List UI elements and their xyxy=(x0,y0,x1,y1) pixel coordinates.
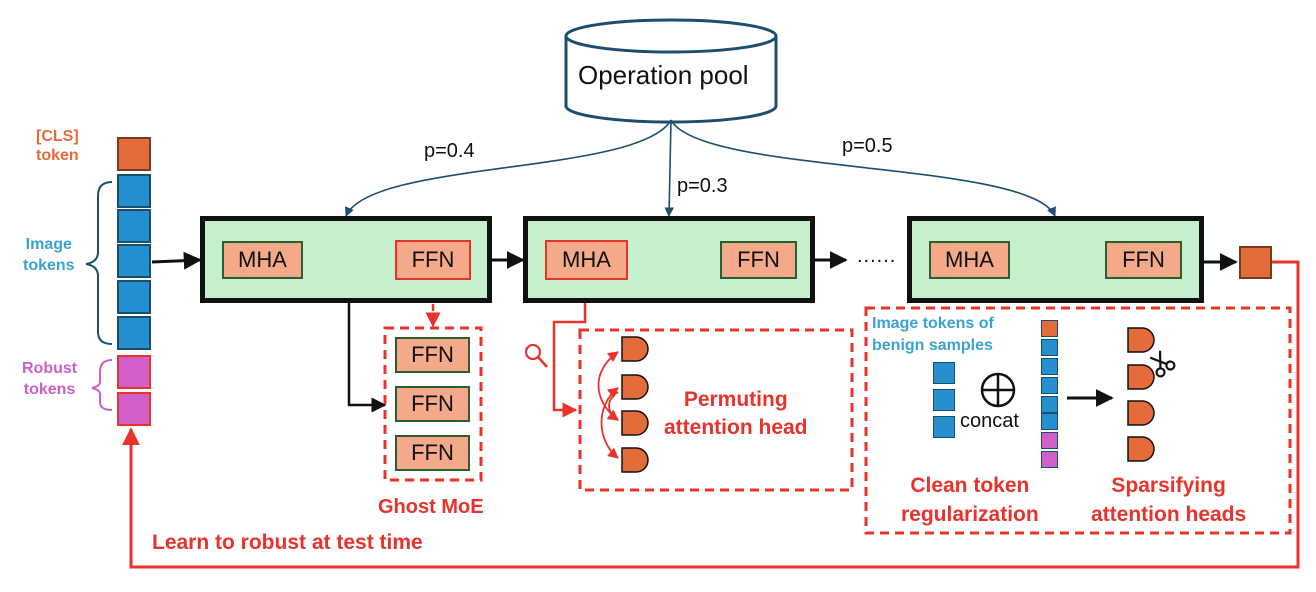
concat-circle xyxy=(980,372,1016,408)
cls-token-label: [CLS] token xyxy=(36,128,79,164)
image-tokens-label: Image tokens xyxy=(23,236,75,274)
permuting-heads xyxy=(621,336,649,473)
feedback-label: Learn to robust at test time xyxy=(152,531,423,554)
robust-tokens-brace xyxy=(91,359,113,411)
concat-image-token xyxy=(1041,396,1058,413)
cls-token xyxy=(117,137,151,171)
image-token xyxy=(117,244,151,278)
mha-block-3: MHA xyxy=(929,241,1010,279)
ellipsis: ...... xyxy=(857,245,897,267)
concat-cls-token xyxy=(1041,320,1058,337)
image-tokens-brace xyxy=(85,181,113,345)
sparsify-label: Sparsifying attention heads xyxy=(1091,474,1247,526)
image-token xyxy=(117,174,151,208)
ghost-ffn-expert: FFN xyxy=(395,386,470,422)
prob-arrow-1 xyxy=(345,119,672,217)
black-scissors-icon xyxy=(1149,350,1176,378)
operation-pool-cylinder xyxy=(564,18,778,124)
mha-block-2: MHA xyxy=(545,240,628,280)
prob-label-1: p=0.4 xyxy=(424,140,475,162)
sparsify-heads xyxy=(1127,327,1155,462)
permuting-box xyxy=(578,328,854,492)
benign-token xyxy=(933,362,955,384)
concat-image-token xyxy=(1041,358,1058,375)
image-token xyxy=(117,280,151,314)
ghost-ffn-expert: FFN xyxy=(395,435,470,471)
prob-label-2: p=0.3 xyxy=(677,175,728,197)
ghost-ffn-expert: FFN xyxy=(395,337,470,373)
output-cls-token xyxy=(1239,246,1272,279)
robust-token xyxy=(117,355,151,389)
benign-tokens-label: Image tokens of benign samples xyxy=(872,315,994,354)
ghost-moe-label: Ghost MoE xyxy=(378,496,484,518)
image-token xyxy=(117,209,151,243)
concat-robust-token xyxy=(1041,451,1058,468)
concat-robust-token xyxy=(1041,432,1058,449)
prob-label-3: p=0.5 xyxy=(842,135,893,157)
benign-token xyxy=(933,389,955,411)
mha-block-1: MHA xyxy=(222,241,303,279)
ffn-block-2: FFN xyxy=(720,241,797,279)
image-token xyxy=(117,316,151,350)
robust-tokens-label: Robust tokens xyxy=(22,360,78,398)
benign-token xyxy=(933,416,955,438)
permutation-arrows xyxy=(597,351,619,459)
concat-image-token xyxy=(1041,339,1058,356)
ffn-block-3: FFN xyxy=(1105,241,1182,279)
prob-arrow-3 xyxy=(670,119,1056,217)
concat-image-token xyxy=(1041,413,1058,430)
ghost-moe-box xyxy=(383,326,483,482)
feedback-loop-line xyxy=(122,260,1300,569)
robust-token xyxy=(117,392,151,426)
concat-image-token xyxy=(1041,377,1058,394)
magnifier-icon xyxy=(524,343,548,368)
clean-token-label: Clean token regularization xyxy=(901,474,1039,526)
operation-pool-label: Operation pool xyxy=(578,60,749,90)
permuting-label: Permuting attention head xyxy=(664,388,808,439)
prob-arrow-2 xyxy=(664,119,674,217)
concat-label: concat xyxy=(960,410,1019,432)
ffn-block-1: FFN xyxy=(395,240,471,280)
clean-token-box xyxy=(864,306,1292,535)
